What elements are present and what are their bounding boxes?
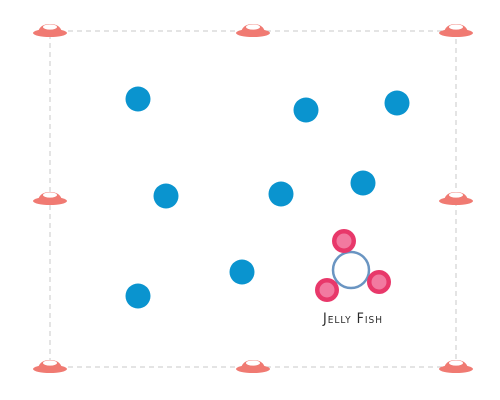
player-dot <box>293 97 319 123</box>
player-dot <box>384 90 410 116</box>
player-dot <box>229 259 255 285</box>
cone-middle-left <box>33 192 67 205</box>
cones-layer <box>33 24 473 373</box>
cone-top-center <box>236 24 270 37</box>
player-dot <box>125 283 151 309</box>
player-dot <box>268 181 294 207</box>
cone-top-right <box>439 24 473 37</box>
jellyfish-node <box>315 278 339 302</box>
player-dot <box>350 170 376 196</box>
jellyfish-node <box>367 270 391 294</box>
player-dot <box>125 86 151 112</box>
players-layer <box>125 86 410 309</box>
cone-top-left <box>33 24 67 37</box>
jellyfish-label: Jelly Fish <box>323 311 383 327</box>
cone-bottom-right <box>439 360 473 373</box>
cone-middle-right <box>439 192 473 205</box>
jellyfish-icon <box>315 229 391 302</box>
cone-bottom-left <box>33 360 67 373</box>
jellyfish-center <box>331 250 371 290</box>
player-dot <box>153 183 179 209</box>
jellyfish-node <box>332 229 356 253</box>
cone-bottom-center <box>236 360 270 373</box>
